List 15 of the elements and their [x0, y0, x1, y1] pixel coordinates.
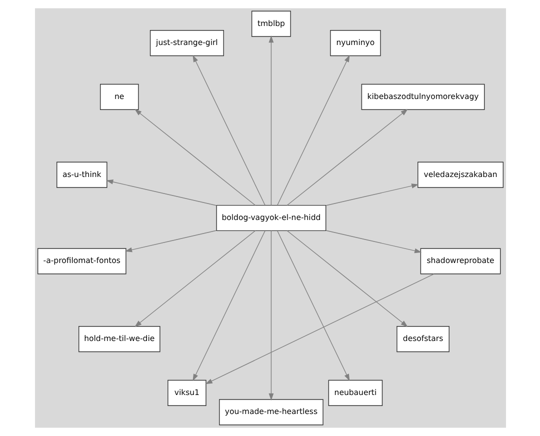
arrow: [192, 54, 265, 206]
arrow: [124, 230, 216, 252]
arrow: [286, 109, 408, 206]
arrow: [276, 54, 350, 206]
arrow: [276, 230, 350, 382]
arrow: [325, 184, 418, 206]
arrow: [268, 36, 274, 206]
arrow: [134, 109, 256, 206]
arrow: [286, 230, 408, 327]
arrow: [134, 230, 256, 327]
arrow: [106, 179, 216, 206]
arrow: [268, 230, 274, 400]
arrow: [192, 230, 265, 382]
arrow: [325, 230, 422, 254]
arrow: [204, 274, 434, 384]
